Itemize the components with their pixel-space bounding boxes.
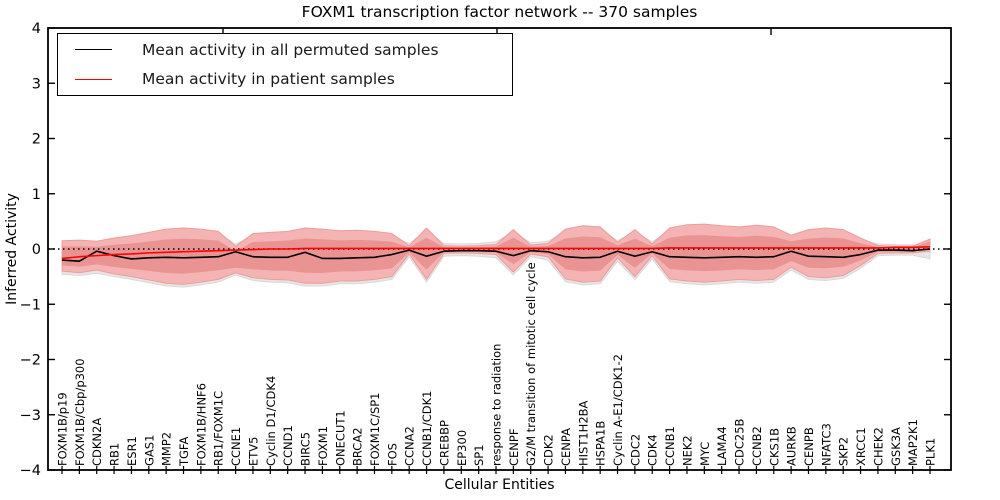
legend-label: Mean activity in patient samples	[142, 70, 395, 89]
patient-line-sample-icon	[75, 78, 112, 80]
x-tick-label: AURKB	[785, 426, 799, 466]
x-tick-label: CENPA	[559, 428, 573, 466]
x-tick-label: FOXM1B/Cbp/p300	[73, 358, 87, 466]
legend-entry-permuted: Mean activity in all permuted samples	[58, 36, 512, 64]
x-tick-label: FOXM1B/p19	[56, 392, 70, 466]
axes-frame	[47, 27, 952, 471]
y-tick-label: −1	[20, 297, 41, 313]
x-tick-label: CHEK2	[871, 427, 885, 466]
legend-entry-patient: Mean activity in patient samples	[58, 65, 512, 93]
x-tick-label: CCNB1/CDK1	[420, 391, 434, 467]
x-tick-label: MAP2K1	[906, 419, 920, 466]
x-tick-label: EP300	[455, 430, 469, 466]
x-tick-label: NFATC3	[819, 423, 833, 466]
y-tick-label: −3	[20, 408, 41, 424]
x-tick-label: CCNB2	[750, 426, 764, 466]
x-tick-label: CDK2	[542, 434, 556, 466]
chart-title: FOXM1 transcription factor network -- 37…	[301, 3, 698, 21]
x-tick-label: CKS1B	[767, 428, 781, 466]
x-tick-label: FOS	[385, 443, 399, 466]
y-tick-label: 2	[32, 132, 41, 148]
x-tick-label: MMP2	[160, 432, 174, 466]
x-tick-label: CDKN2A	[90, 418, 104, 466]
legend: Mean activity in all permuted samples Me…	[57, 33, 513, 96]
x-tick-label: TGFA	[177, 437, 191, 467]
patient-mean-line	[61, 245, 931, 260]
patient-inner-range-band	[62, 235, 930, 274]
x-tick-label: CENPF	[507, 429, 521, 466]
x-tick-label: RB1	[108, 443, 122, 466]
x-tick-label: CCNE1	[229, 427, 243, 466]
legend-label: Mean activity in all permuted samples	[142, 40, 439, 59]
y-tick-label: −2	[20, 353, 41, 369]
x-tick-label: PLK1	[924, 438, 938, 466]
y-tick-label: −4	[20, 463, 41, 479]
x-tick-label: RB1/FOXM1C	[212, 391, 226, 466]
x-tick-label: response to radiation	[490, 344, 504, 466]
x-tick-label: ESR1	[125, 436, 139, 466]
x-tick-label: Cyclin D1/CDK4	[264, 376, 278, 466]
x-tick-label: GSK3A	[889, 427, 903, 466]
x-axis-label: Cellular Entities	[444, 477, 555, 493]
x-tick-label: Cyclin A-E1/CDK1-2	[611, 354, 625, 466]
x-tick-label: XRCC1	[854, 427, 868, 466]
y-tick-label: 0	[32, 242, 41, 258]
x-tick-label: ONECUT1	[333, 410, 347, 466]
x-tick-label: HIST1H2BA	[576, 400, 590, 466]
x-tick-label: NEK2	[680, 435, 694, 466]
x-tick-label: G2/M transition of mitotic cell cycle	[524, 262, 538, 466]
x-tick-label: HSPA1B	[594, 421, 608, 466]
x-tick-label: CCNB1	[663, 426, 677, 466]
x-tick-label: CCND1	[281, 425, 295, 466]
x-tick-label: LAMA4	[715, 426, 729, 466]
permuted-line-sample-icon	[75, 49, 112, 51]
y-tick-label: 3	[32, 76, 41, 92]
x-tick-label: FOXM1	[316, 426, 330, 466]
y-axis-label: Inferred Activity	[4, 193, 20, 305]
x-tick-label: CDK4	[646, 434, 660, 466]
x-tick-label: ETV5	[246, 437, 260, 466]
x-tick-label: SKP2	[837, 437, 851, 466]
x-tick-label: CCNA2	[403, 426, 417, 466]
x-tick-label: GAS1	[142, 435, 156, 466]
x-tick-label: BRCA2	[351, 427, 365, 466]
x-tick-label: CDC25B	[733, 418, 747, 466]
x-tick-label: BIRC5	[299, 432, 313, 466]
x-tick-label: SP1	[472, 444, 486, 466]
x-tick-label: MYC	[698, 442, 712, 466]
x-tick-label: FOXM1C/SP1	[368, 392, 382, 466]
y-tick-label: 4	[32, 21, 41, 37]
x-tick-label: FOXM1B/HNF6	[194, 383, 208, 466]
x-tick-label: CREBBP	[437, 420, 451, 466]
x-tick-label: CENPB	[802, 427, 816, 466]
permuted-mean-line	[61, 248, 931, 262]
x-tick-label: CDC2	[628, 434, 642, 466]
y-tick-label: 1	[32, 187, 41, 203]
